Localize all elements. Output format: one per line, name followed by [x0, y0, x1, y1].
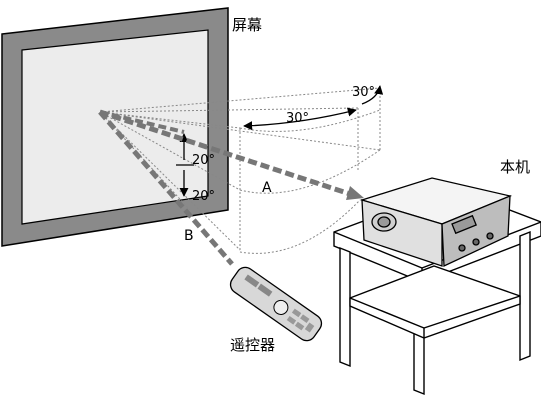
beam-b — [98, 110, 234, 266]
angle-vertical-lower-label: 20° — [192, 189, 215, 204]
table-leg — [339, 246, 351, 368]
remote-label: 遥控器 — [230, 336, 275, 354]
beam-a — [99, 109, 364, 200]
remote-control — [229, 266, 323, 342]
point-b-label: B — [184, 228, 194, 244]
horizontal-angle-arrows — [243, 85, 384, 131]
screen-label: 屏幕 — [232, 16, 262, 34]
projector-label: 本机 — [500, 158, 530, 176]
angle-horizontal-top-label: 30° — [352, 85, 375, 100]
table-shelf — [349, 265, 521, 339]
angle-horizontal-label: 30° — [286, 111, 309, 126]
angle-vertical-upper-label: 20° — [192, 153, 215, 168]
point-a-label: A — [262, 180, 272, 196]
table-leg — [519, 230, 531, 362]
vertical-angle-arrows — [176, 133, 194, 197]
beam-upper — [99, 110, 185, 134]
projector — [359, 177, 513, 268]
